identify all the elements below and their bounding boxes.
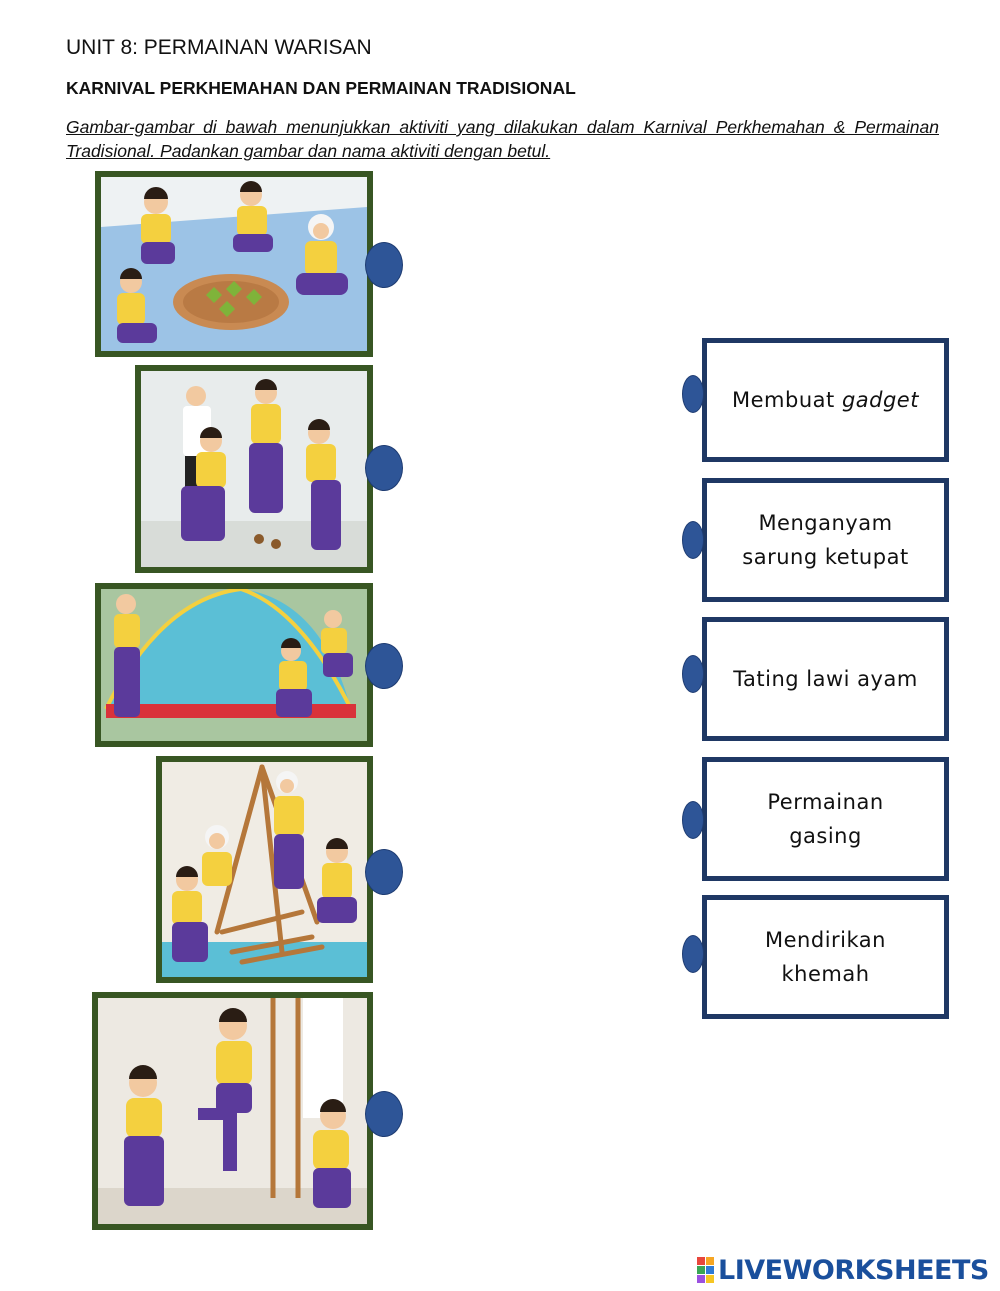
unit-title: UNIT 8: PERMAINAN WARISAN <box>66 36 372 59</box>
card-5-connector-dot[interactable] <box>682 935 704 973</box>
card-2-connector-dot[interactable] <box>682 521 704 559</box>
card-label: Mendirikan khemah <box>765 928 886 986</box>
instruction-text: Gambar-gambar di bawah menunjukkan aktiv… <box>66 117 939 161</box>
answer-card-permainan-gasing[interactable]: Permainan gasing <box>702 757 949 881</box>
card-label: Tating lawi ayam <box>733 667 918 691</box>
weaving-ketupat-icon <box>101 177 367 351</box>
picture-4-connector-dot[interactable] <box>365 849 403 895</box>
card-label: Membuat gadget <box>732 388 919 412</box>
pitching-tent-icon <box>101 589 367 741</box>
card-label: Permainan gasing <box>767 790 884 848</box>
picture-5-connector-dot[interactable] <box>365 1091 403 1137</box>
brand-name: LIVEWORKSHEETS <box>718 1254 989 1286</box>
worksheet-subtitle: KARNIVAL PERKHEMAHAN DAN PERMAINAN TRADI… <box>66 78 576 98</box>
answer-card-mendirikan-khemah[interactable]: Mendirikan khemah <box>702 895 949 1019</box>
spinning-top-icon <box>141 371 367 567</box>
picture-hopping-game <box>92 992 373 1230</box>
liveworksheets-mark-icon <box>697 1257 714 1283</box>
picture-2-connector-dot[interactable] <box>365 445 403 491</box>
answer-card-membuat-gadget[interactable]: Membuat gadget <box>702 338 949 462</box>
picture-weaving-ketupat <box>95 171 373 357</box>
card-1-connector-dot[interactable] <box>682 375 704 413</box>
card-label: Menganyam sarung ketupat <box>742 511 909 569</box>
answer-card-menganyam-sarung-ketupat[interactable]: Menganyam sarung ketupat <box>702 478 949 602</box>
liveworksheets-logo: LIVEWORKSHEETS <box>697 1254 989 1286</box>
hopping-game-icon <box>98 998 367 1224</box>
picture-1-connector-dot[interactable] <box>365 242 403 288</box>
answer-card-tating-lawi-ayam[interactable]: Tating lawi ayam <box>702 617 949 741</box>
picture-building-gadget <box>156 756 373 983</box>
building-gadget-icon <box>162 762 367 977</box>
picture-spinning-top <box>135 365 373 573</box>
card-3-connector-dot[interactable] <box>682 655 704 693</box>
picture-3-connector-dot[interactable] <box>365 643 403 689</box>
card-4-connector-dot[interactable] <box>682 801 704 839</box>
picture-pitching-tent <box>95 583 373 747</box>
